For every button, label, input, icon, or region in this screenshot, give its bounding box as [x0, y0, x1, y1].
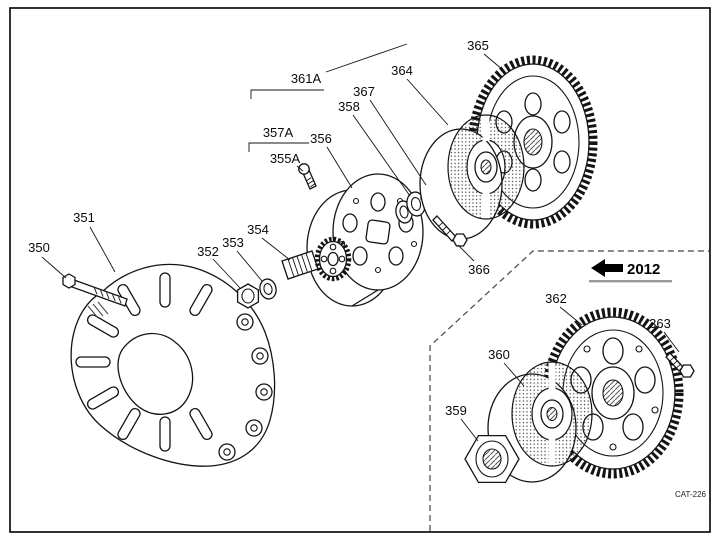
thread-lines: [93, 287, 122, 304]
callout-353: 353: [222, 235, 244, 250]
part-washer-353: [259, 278, 277, 300]
part-nut-352: [236, 283, 260, 309]
callout-355A: 355A: [270, 151, 301, 166]
part-cover-housing: [70, 263, 276, 467]
left-arrow-icon: [591, 259, 623, 277]
part-bolt-355A: [298, 163, 317, 190]
revision-2012-section: 2012: [429, 250, 709, 531]
callout-362: 362: [545, 291, 567, 306]
callout-354: 354: [247, 222, 269, 237]
bracket-line-361A: [325, 43, 408, 73]
flange-bolt-holes: [218, 313, 273, 461]
part-nut-359: [464, 434, 520, 484]
spline-lines: [287, 252, 313, 278]
callout-351: 351: [73, 210, 95, 225]
vent-slots: [75, 272, 213, 452]
callout-363: 363: [649, 316, 671, 331]
callout-361A: 361A: [291, 71, 322, 86]
callout-360: 360: [488, 347, 510, 362]
leader-lines: [41, 43, 680, 442]
revision-year-label: 2012: [627, 261, 660, 278]
revision-tag: 2012: [589, 259, 672, 283]
catalog-code: CAT-226: [675, 490, 707, 499]
callout-358: 358: [338, 99, 360, 114]
callout-366: 366: [468, 262, 490, 277]
callout-364: 364: [391, 63, 413, 78]
thread-lines: [438, 221, 451, 236]
callout-359: 359: [445, 403, 467, 418]
callout-367: 367: [353, 84, 375, 99]
dashed-boundary: [429, 250, 709, 531]
callout-labels: 350 351 352 353 354 355A 356 357A 358 36…: [28, 38, 671, 418]
bracket-357A: [248, 142, 309, 152]
callout-352: 352: [197, 244, 219, 259]
callout-356: 356: [310, 131, 332, 146]
brand-mark: [87, 301, 109, 319]
part-bolt-366: [432, 215, 468, 247]
callout-350: 350: [28, 240, 50, 255]
callout-357A: 357A: [263, 125, 294, 140]
thread-lines: [306, 177, 316, 188]
part-splined-shaft-354: [281, 236, 352, 282]
part-bolt-363: [665, 352, 695, 378]
callout-365: 365: [467, 38, 489, 53]
revision-underline: [589, 280, 672, 283]
bracket-361A: [250, 89, 324, 99]
part-clutch-shoes-364: [419, 114, 525, 240]
thread-lines: [669, 356, 681, 369]
